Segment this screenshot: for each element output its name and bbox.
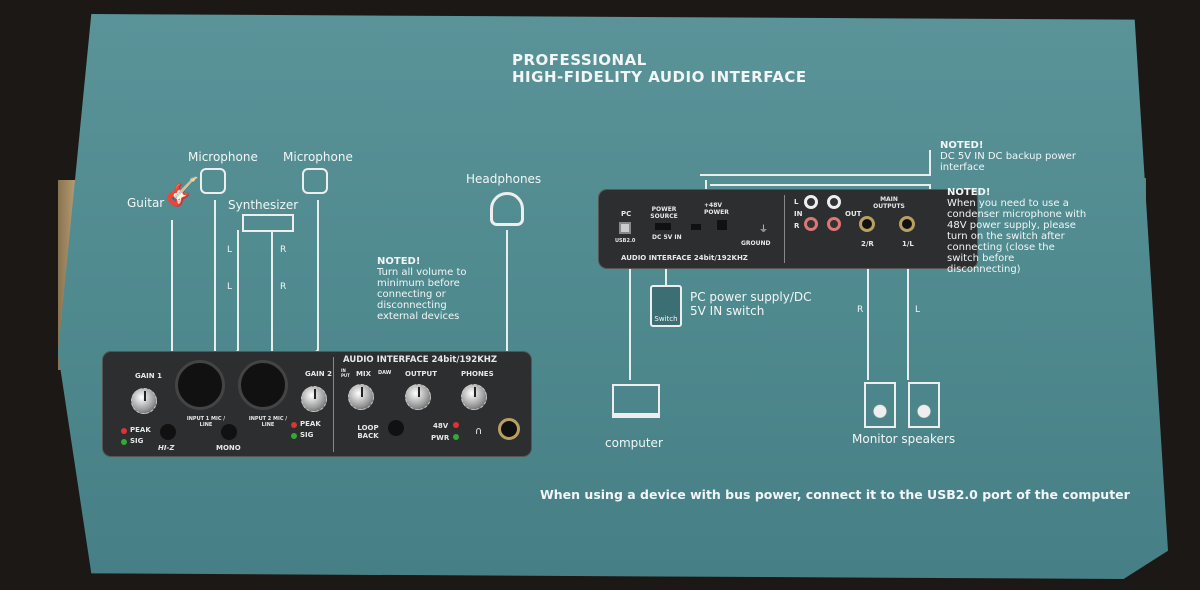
cable-label-r: R: [280, 245, 287, 255]
front-panel: AUDIO INTERFACE 24bit/192KHZ GAIN 1 INPU…: [103, 352, 531, 456]
synthesizer-icon: [242, 214, 294, 232]
sig-1-led: [121, 439, 127, 445]
switch-icon: Switch: [650, 285, 682, 327]
rca-in-l[interactable]: [804, 195, 818, 209]
pc-power-label: PC power supply/DC 5V IN switch: [690, 290, 812, 318]
ground-icon: ⏚: [759, 225, 769, 235]
note-dc-backup: NOTED!DC 5V IN DC backup power interface: [940, 140, 1076, 173]
phones-jack[interactable]: [498, 418, 520, 440]
rca-out-l[interactable]: [827, 195, 841, 209]
microphone-icon: [200, 168, 226, 194]
gain-1-knob[interactable]: [131, 388, 157, 414]
power-source-switch[interactable]: [655, 223, 671, 230]
headphones-icon: [490, 192, 524, 226]
note-48v: NOTED!When you need to use a condenser m…: [947, 187, 1087, 275]
guitar-icon: 🎸: [165, 175, 200, 208]
peak-1-led: [121, 428, 127, 434]
48v-switch[interactable]: [717, 220, 727, 230]
speaker-icon: [908, 382, 940, 428]
speaker-r-label: R: [857, 305, 864, 315]
microphone-icon: [302, 168, 328, 194]
speaker-l-label: L: [915, 305, 921, 315]
peak-2-led: [291, 422, 297, 428]
pwr-led: [453, 434, 459, 440]
main-output-1l[interactable]: [899, 216, 915, 232]
label-headphones: Headphones: [466, 172, 542, 186]
input-1-jack[interactable]: [175, 360, 225, 410]
rca-out-r[interactable]: [827, 217, 841, 231]
phones-knob[interactable]: [461, 384, 487, 410]
mono-button[interactable]: [221, 424, 237, 440]
rca-in-r[interactable]: [804, 217, 818, 231]
48v-led: [453, 422, 459, 428]
bus-power-note: When using a device with bus power, conn…: [540, 487, 1130, 502]
usb-port[interactable]: [619, 222, 631, 234]
note-volume: NOTED!Turn all volume to minimum before …: [377, 256, 467, 322]
main-output-2r[interactable]: [859, 216, 875, 232]
input-2-jack[interactable]: [238, 360, 288, 410]
cable-label-l: L: [227, 282, 233, 292]
cable-label-r: R: [280, 282, 287, 292]
gain-2-knob[interactable]: [301, 386, 327, 412]
monitor-speakers-label: Monitor speakers: [852, 432, 956, 446]
loopback-button[interactable]: [388, 420, 404, 436]
hi-z-button[interactable]: [160, 424, 176, 440]
sig-2-led: [291, 433, 297, 439]
label-microphone-1: Microphone: [188, 150, 258, 164]
label-synthesizer: Synthesizer: [228, 198, 299, 212]
computer-label: computer: [605, 436, 663, 450]
speaker-icon: [864, 382, 896, 428]
headphone-icon: ∩: [475, 426, 483, 437]
label-guitar: Guitar: [127, 196, 165, 210]
cable-label-l: L: [227, 245, 233, 255]
output-knob[interactable]: [405, 384, 431, 410]
dc-5v-port[interactable]: [691, 224, 701, 230]
mix-knob[interactable]: [348, 384, 374, 410]
back-panel: PC USB2.0 POWER SOURCE DC 5V IN +48V POW…: [599, 190, 977, 268]
computer-icon: [612, 384, 660, 418]
label-microphone-2: Microphone: [283, 150, 353, 164]
box-back-panel: [58, 14, 1168, 579]
